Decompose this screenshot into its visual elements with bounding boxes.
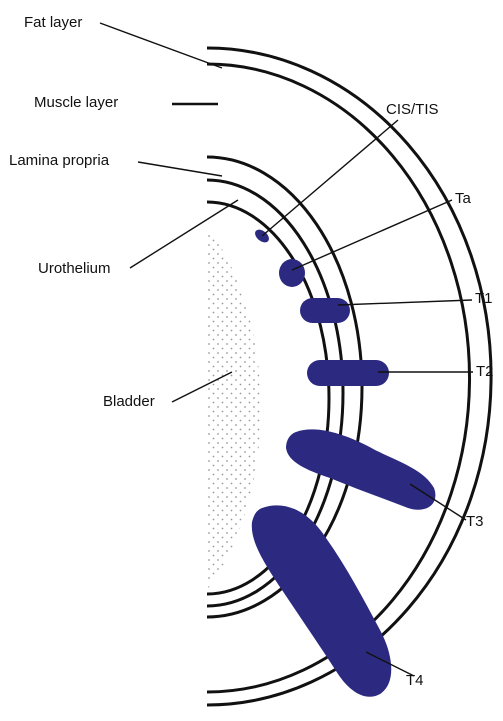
label-muscle-layer: Muscle layer — [34, 95, 118, 110]
label-t1: T1 — [475, 291, 493, 306]
tumor-t4 — [252, 505, 391, 696]
label-t3: T3 — [466, 514, 484, 529]
label-t4: T4 — [406, 673, 424, 688]
leader-lamina — [138, 162, 222, 176]
label-ta: Ta — [455, 191, 471, 206]
label-cis-tis: CIS/TIS — [386, 102, 439, 117]
tumor-t3 — [286, 429, 435, 509]
tumor-t1 — [300, 298, 350, 323]
bladder-lumen — [207, 226, 261, 590]
label-t2: T2 — [476, 364, 494, 379]
label-bladder: Bladder — [103, 394, 155, 409]
label-urothelium: Urothelium — [38, 261, 111, 276]
tumor-ta — [279, 259, 305, 287]
label-fat-layer: Fat layer — [24, 15, 82, 30]
leader-ta — [292, 200, 452, 270]
leader-t1 — [338, 300, 472, 305]
label-lamina-propria: Lamina propria — [9, 153, 109, 168]
leader-fat — [100, 23, 222, 68]
tumor-t2 — [307, 360, 389, 386]
leader-cis — [262, 120, 398, 236]
